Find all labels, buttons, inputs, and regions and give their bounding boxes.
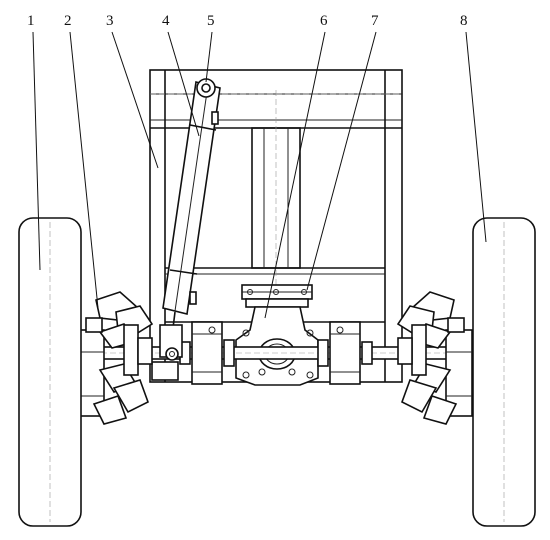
callout-8: 8 [460, 13, 468, 29]
leader-8 [465, 31, 487, 243]
leader-lines [32, 31, 487, 319]
left-wheel [18, 217, 82, 527]
callout-5: 5 [207, 13, 215, 29]
left-hub [77, 291, 154, 425]
leader-5 [205, 31, 213, 83]
callout-4: 4 [162, 13, 170, 29]
callout-6: 6 [320, 13, 328, 29]
leader-6 [264, 31, 326, 319]
right-wheel [472, 217, 536, 527]
leader-3 [111, 31, 159, 169]
callout-2: 2 [64, 13, 72, 29]
leader-4 [167, 31, 200, 137]
right-hub [396, 291, 473, 425]
callout-1: 1 [27, 13, 35, 29]
axle [20, 321, 530, 385]
leader-7 [306, 31, 377, 291]
leader-1 [32, 31, 41, 271]
callout-7: 7 [371, 13, 379, 29]
callout-labels: 1 2 3 4 5 6 7 8 [27, 13, 468, 29]
leader-2 [69, 31, 99, 309]
flange-plate [241, 284, 313, 308]
callout-3: 3 [106, 13, 114, 29]
gear-box [235, 306, 319, 386]
